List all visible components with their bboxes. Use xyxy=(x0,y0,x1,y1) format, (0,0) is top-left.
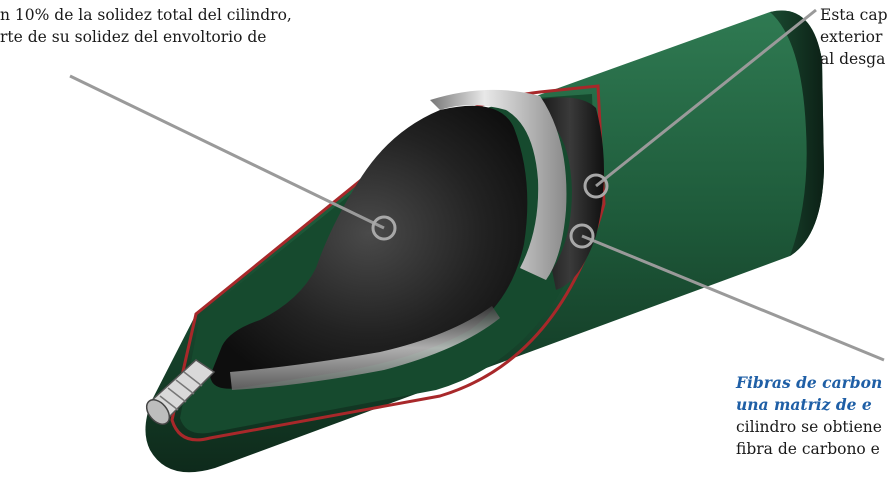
annotation-line: exterior xyxy=(820,28,882,46)
callout-line-liner xyxy=(70,76,384,228)
annotation-emphasis-line: una matriz de e xyxy=(736,394,882,416)
annotation-bottom-right: Fibras de carbon una matriz de e cilindr… xyxy=(736,372,882,460)
annotation-line: n 10% de la solidez total del cilindro, xyxy=(0,6,292,24)
annotation-top-left: n 10% de la solidez total del cilindro, … xyxy=(0,4,292,48)
annotation-line: al desga xyxy=(820,50,885,68)
annotation-emphasis-line: Fibras de carbon xyxy=(736,372,882,394)
annotation-line: rte de su solidez del envoltorio de xyxy=(0,28,266,46)
annotation-line: Esta cap xyxy=(820,6,888,24)
annotation-top-right: Esta cap exterior al desga xyxy=(820,4,888,70)
annotation-line: fibra de carbono e xyxy=(736,438,882,460)
annotation-line: cilindro se obtiene xyxy=(736,416,882,438)
